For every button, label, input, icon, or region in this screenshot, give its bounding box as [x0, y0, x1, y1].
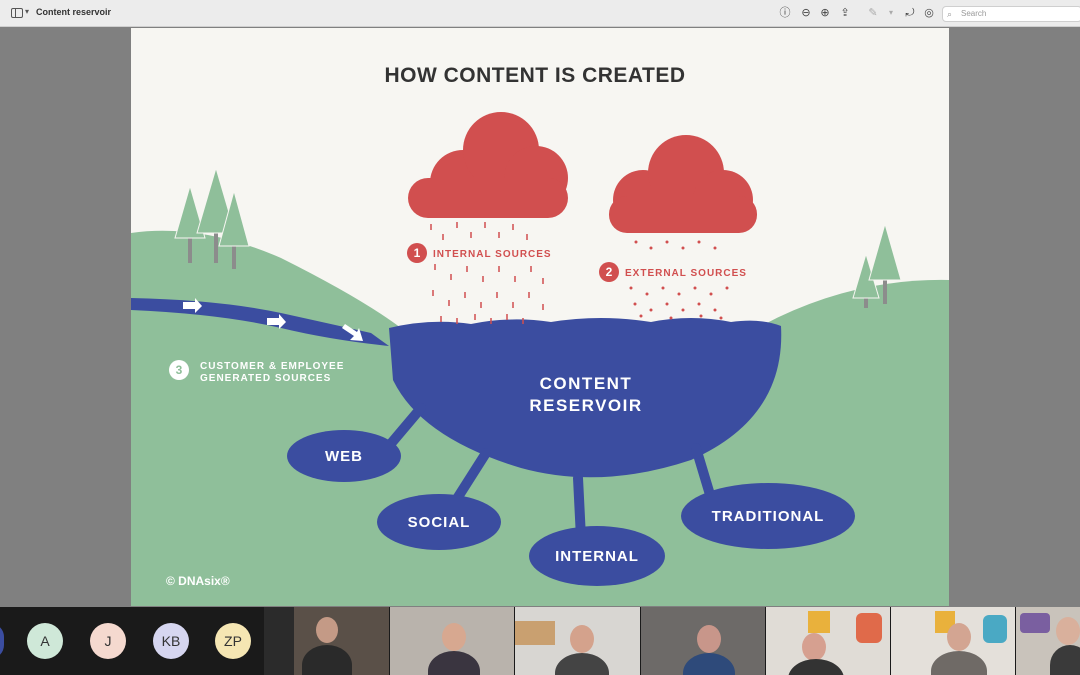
share-icon[interactable]: ⇪ [840, 7, 850, 19]
tree-group-left [174, 166, 250, 269]
participant-avatar-j[interactable]: J [90, 623, 126, 659]
slide-illustration [131, 28, 949, 606]
traditional-node-shape [681, 483, 855, 549]
customer-sources-label: CUSTOMER & EMPLOYEE GENERATED SOURCES [200, 361, 344, 385]
markup-icon[interactable]: ✎ [868, 7, 878, 19]
video-tile[interactable] [515, 607, 640, 675]
zoom-in-icon[interactable]: ⊕ [820, 7, 830, 19]
external-cloud [609, 135, 757, 233]
reservoir-line1: CONTENT [539, 374, 633, 393]
participant-avatar-kb[interactable]: KB [153, 623, 189, 659]
avatar-initials: ZP [224, 633, 242, 649]
video-tile[interactable] [891, 607, 1015, 675]
internal-sources-number: 1 [407, 243, 427, 263]
avatar-partial[interactable] [0, 623, 4, 659]
search-placeholder: Search [961, 9, 987, 18]
video-tile[interactable] [390, 607, 514, 675]
sidebar-toggle-icon[interactable] [11, 8, 23, 18]
slide-title: HOW CONTENT IS CREATED [384, 64, 686, 87]
video-tile[interactable] [641, 607, 765, 675]
customer-sources-line1: CUSTOMER & EMPLOYEE [200, 361, 345, 372]
reservoir [389, 318, 782, 478]
copyright-text: © DNAsix® [166, 574, 230, 588]
web-node-shape [287, 430, 401, 482]
external-sources-label: EXTERNAL SOURCES [625, 268, 747, 279]
reservoir-label: CONTENT RESERVOIR [506, 373, 666, 417]
external-sources-number: 2 [599, 262, 619, 282]
video-tile[interactable] [766, 607, 890, 675]
social-node-shape [377, 494, 501, 550]
customer-sources-number: 3 [169, 360, 189, 380]
reservoir-line2: RESERVOIR [529, 396, 643, 415]
traditional-node-label: TRADITIONAL [711, 508, 825, 525]
internal-cloud [408, 112, 568, 218]
internal-node-label: INTERNAL [555, 548, 639, 565]
zoom-out-icon[interactable]: ⊖ [801, 7, 811, 19]
web-node-label: WEB [325, 448, 363, 465]
info-icon[interactable]: ⓘ [779, 7, 791, 19]
window-title: Content reservoir [36, 7, 112, 17]
external-rain [629, 240, 729, 320]
rotate-icon[interactable]: ⤾ [905, 7, 915, 19]
slide: HOW CONTENT IS CREATED 1 INTERNAL SOURCE… [131, 28, 949, 606]
video-tile[interactable] [1016, 607, 1080, 675]
participant-strip: A J KB ZP [0, 607, 1080, 675]
participant-avatar-a[interactable]: A [27, 623, 63, 659]
chevron-down-icon[interactable]: ▾ [25, 7, 30, 16]
video-tile[interactable] [264, 607, 389, 675]
avatar-initials: A [40, 633, 50, 649]
river-arrows [183, 298, 363, 341]
internal-node-shape [529, 526, 665, 586]
customer-sources-line2: GENERATED SOURCES [200, 373, 332, 384]
avatar-initials: J [104, 633, 112, 649]
window-titlebar: ▾ Content reservoir ⓘ ⊖ ⊕ ⇪ ✎ ▾ ⤾ ◎ ⌕ Se… [0, 0, 1080, 27]
internal-sources-label: INTERNAL SOURCES [433, 249, 552, 260]
search-input[interactable]: ⌕ Search [942, 6, 1080, 22]
annotate-icon[interactable]: ◎ [924, 7, 934, 19]
search-icon: ⌕ [947, 9, 953, 19]
markup-chevron-icon[interactable]: ▾ [888, 8, 893, 17]
participant-avatar-zp[interactable]: ZP [215, 623, 251, 659]
avatar-initials: KB [161, 633, 181, 649]
internal-rain [430, 222, 544, 324]
tree-group-right [852, 222, 902, 308]
social-node-label: SOCIAL [407, 514, 471, 531]
